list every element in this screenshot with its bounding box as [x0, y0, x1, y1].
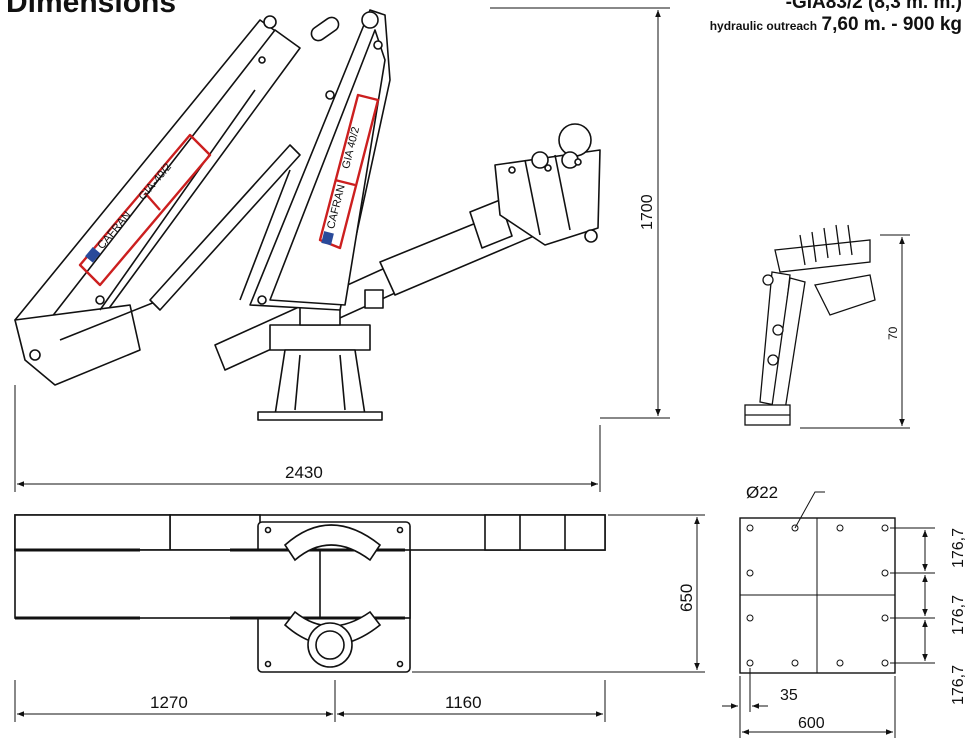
bolt-spacing-2-label: 176,7	[950, 595, 967, 635]
bolt-diameter-leader	[794, 491, 825, 529]
crane-top-view	[14, 514, 606, 673]
plate-width-label: 600	[798, 715, 825, 732]
bolt-spacing-3-label: 176,7	[950, 665, 967, 705]
bolt-spacing-dimensions	[890, 527, 935, 664]
bolt-diameter-label: Ø22	[746, 483, 778, 502]
spec-line-2: hydraulic outreach 7,60 m. - 900 kg	[710, 14, 962, 36]
logo-icon-2	[321, 231, 334, 246]
crane-side-view	[14, 9, 601, 421]
spec-outreach-value: 7,60 m. - 900 kg	[821, 14, 962, 35]
page-title: Dimensions	[6, 0, 177, 19]
accessory-height-label: 70	[886, 326, 900, 340]
accessory-height-dimension	[800, 234, 910, 429]
spec-line-1: -GIA83/2 (8,3 m. m.)	[785, 0, 962, 13]
total-length-label: 2430	[285, 463, 323, 482]
total-length-dimension	[14, 385, 601, 492]
base-plate	[739, 517, 896, 674]
plate-offset-dimension	[722, 668, 896, 738]
accessory-view	[744, 224, 876, 426]
base-right-label: 1160	[445, 693, 482, 712]
height-dimension	[490, 7, 670, 419]
plate-offset-label: 35	[780, 687, 798, 704]
bolt-holes	[746, 524, 889, 667]
width-dimension	[412, 514, 705, 673]
main-arm	[14, 15, 340, 386]
hydraulic-cylinder	[149, 144, 384, 311]
brand-label-second-arm	[318, 93, 380, 250]
spec-outreach-label: hydraulic outreach	[709, 19, 818, 33]
brand-label-main-arm	[78, 133, 212, 287]
telescopic-boom	[214, 123, 601, 371]
logo-icon	[85, 247, 101, 263]
height-label: 1700	[639, 194, 656, 230]
base-length-dimensions	[14, 680, 606, 722]
base-left-label: 1270	[150, 693, 188, 712]
bolt-spacing-1-label: 176,7	[950, 528, 967, 568]
width-label: 650	[677, 584, 696, 612]
